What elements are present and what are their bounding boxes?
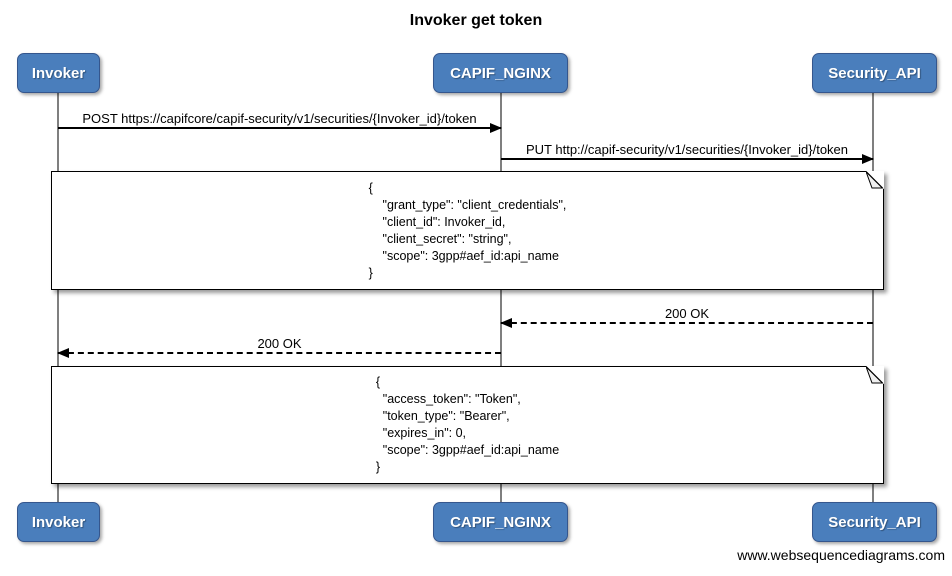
arrowhead-left-icon	[500, 318, 512, 328]
arrowhead-right-icon	[862, 154, 874, 164]
message-post-token: POST https://capifcore/capif-security/v1…	[58, 109, 502, 133]
note-token-request-text: { "grant_type": "client_credentials", "c…	[368, 180, 567, 280]
actor-security-api-label: Security_API	[828, 513, 921, 531]
message-200ok-capif-to-invoker: 200 OK	[57, 334, 501, 358]
arrowhead-right-icon	[490, 123, 502, 133]
actor-security-api-bottom: Security_API	[812, 502, 937, 542]
message-put-token-label: PUT http://capif-security/v1/securities/…	[525, 142, 849, 157]
actor-invoker-top: Invoker	[17, 53, 100, 93]
websequencediagrams-watermark: www.websequencediagrams.com	[737, 547, 945, 563]
message-put-token: PUT http://capif-security/v1/securities/…	[501, 140, 874, 164]
actor-capif-nginx-bottom: CAPIF_NGINX	[433, 502, 568, 542]
message-200ok-label: 200 OK	[257, 336, 302, 351]
message-line	[501, 158, 873, 160]
actor-invoker-label: Invoker	[31, 64, 86, 82]
message-200ok-label: 200 OK	[664, 306, 710, 321]
message-200ok-security-to-capif: 200 OK	[500, 304, 873, 328]
note-fold-icon	[866, 366, 884, 384]
note-token-response-text: { "access_token": "Token", "token_type":…	[375, 375, 560, 474]
message-line	[58, 352, 501, 354]
arrowhead-left-icon	[57, 348, 69, 358]
actor-capif-nginx-label: CAPIF_NGINX	[450, 513, 551, 531]
actor-security-api-label: Security_API	[828, 64, 921, 82]
actor-capif-nginx-top: CAPIF_NGINX	[433, 53, 568, 93]
lifeline-capif-nginx	[500, 92, 502, 504]
note-fold-icon	[866, 171, 884, 189]
message-line	[58, 127, 501, 129]
message-post-token-label: POST https://capifcore/capif-security/v1…	[82, 111, 477, 126]
lifeline-security-api	[872, 92, 874, 504]
actor-security-api-top: Security_API	[812, 53, 937, 93]
diagram-title: Invoker get token	[409, 12, 543, 29]
message-line	[501, 322, 873, 324]
actor-invoker-bottom: Invoker	[17, 502, 100, 542]
actor-capif-nginx-label: CAPIF_NGINX	[450, 64, 551, 82]
lifeline-invoker	[57, 92, 59, 504]
actor-invoker-label: Invoker	[31, 513, 86, 531]
note-token-response-body: { "access_token": "Token", "token_type":…	[51, 366, 884, 484]
note-token-request-body: { "grant_type": "client_credentials", "c…	[51, 171, 884, 290]
